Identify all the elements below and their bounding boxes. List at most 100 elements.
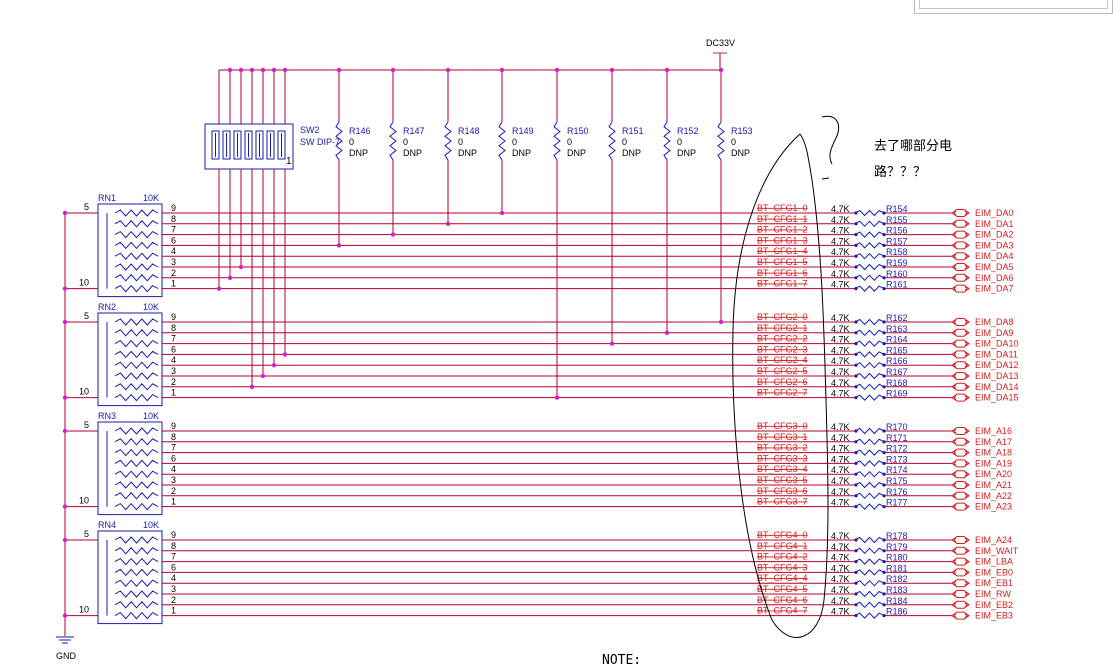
series-resistor-ref: R166 [886,356,908,366]
port-arrows [953,548,968,554]
series-resistor-pin [854,276,858,280]
series-resistor-pin [854,505,858,509]
port-symbol [951,546,970,555]
series-resistor-value: 4.7K [831,269,850,279]
series-resistor-value: 4.7K [831,487,850,497]
series-resistor-value: 4.7K [831,542,850,552]
port-symbol [951,470,970,479]
pullup-ref: R153 [731,126,753,136]
port-symbol [951,611,970,620]
dip-switch-value: SW DIP-7 [300,137,340,147]
cfg-net-label: BT_CFG4_2 [757,552,808,562]
series-resistor-pin [854,374,858,378]
series-resistor-symbol [854,612,885,619]
series-resistor-pin [854,429,858,433]
pullup-dnp: DNP [622,148,641,158]
series-resistor-value: 4.7K [831,335,850,345]
series-resistor-ref: R182 [886,574,908,584]
series-resistor-value: 4.7K [831,204,850,214]
series-resistor-symbol [854,252,885,260]
series-resistor-ref: R168 [886,378,908,388]
series-resistor-symbol [854,318,885,326]
cfg-net-label: BT_CFG1_5 [757,257,808,267]
junction-dot [249,67,255,73]
series-resistor-pin [882,538,886,542]
series-resistor-symbol [854,503,885,510]
pullup-value: 0 [731,137,736,147]
port-arrows [953,264,968,270]
resistor-element [114,590,159,598]
cfg-net-label: BT_CFG1_7 [757,279,808,289]
port-symbol [951,241,970,250]
port-arrows [953,210,968,216]
eim-net-label: EIM_A24 [975,535,1012,545]
cfg-net-label: BT_CFG3_1 [757,432,808,442]
resistor-element [114,372,159,380]
port-symbol [951,339,970,348]
series-resistor-pin [882,243,886,247]
port-symbol [951,382,970,391]
series-resistor-ref: R179 [886,542,908,552]
series-resistor-value: 4.7K [831,433,850,443]
pullup-dnp: DNP [677,148,696,158]
resistor-element [114,492,159,500]
resistor-network-body [97,312,163,407]
series-resistor-ref: R154 [886,204,908,214]
cfg-net-label: BT_CFG2_4 [757,355,808,365]
resistor-element [114,601,159,609]
eim-net-label: EIM_A16 [975,426,1012,436]
port-symbol [951,361,970,370]
pin-number: 9 [171,530,176,540]
series-resistor-ref: R174 [886,465,908,475]
pullup-resistor-symbol [717,121,725,161]
pin5-label: 5 [84,420,89,430]
series-resistor-symbol [854,340,885,347]
pullup-ref: R147 [403,126,425,136]
series-resistor-pin [882,342,886,346]
junction-dot [260,373,266,379]
series-resistor-ref: R164 [886,335,908,345]
cfg-net-label: BT_CFG1_1 [757,214,808,224]
resistor-element [114,611,159,620]
series-resistor-symbol [854,220,885,228]
port-arrows [953,286,968,291]
series-resistor-pin [854,254,858,258]
port-arrows [953,591,968,597]
eim-net-label: EIM_DA13 [975,371,1019,381]
pin-number: 6 [171,562,176,572]
pin-number: 3 [171,366,176,376]
series-resistor-pin [854,440,858,444]
series-resistor-value: 4.7K [831,258,850,268]
series-resistor-ref: R175 [886,476,908,486]
resistor-network-value: 10K [143,520,159,530]
pullup-resistor-symbol [335,121,343,161]
pin-number: 7 [171,443,176,453]
series-resistor-pin [882,451,886,455]
series-resistor-pin [882,440,886,444]
port-symbol [951,350,970,359]
series-resistor-pin [854,331,858,335]
cfg-net-label: BT_CFG3_6 [757,486,808,496]
junction-dot [445,221,451,226]
junction-dot [718,319,724,325]
series-resistor-symbol [854,231,885,238]
series-resistor-value: 4.7K [831,553,850,563]
junction-dot [271,67,277,73]
resistor-network-ref: RN3 [98,411,116,421]
series-resistor-pin [882,505,886,509]
series-resistor-ref: R184 [886,596,908,606]
cfg-net-label: BT_CFG3_2 [757,443,808,453]
resistor-element [114,252,159,260]
series-resistor-value: 4.7K [831,444,850,454]
port-arrows [953,482,968,488]
vcc-symbol [713,52,727,70]
series-resistor-ref: R169 [886,389,908,399]
annotation-line-2: 路？？？ [874,164,926,180]
resistor-element [114,361,159,369]
series-resistor-pin [854,363,858,367]
dip-switch-keys [211,130,286,160]
series-resistor-pin [854,494,858,498]
eim-net-label: EIM_EB0 [975,567,1013,577]
resistor-element [114,448,159,457]
